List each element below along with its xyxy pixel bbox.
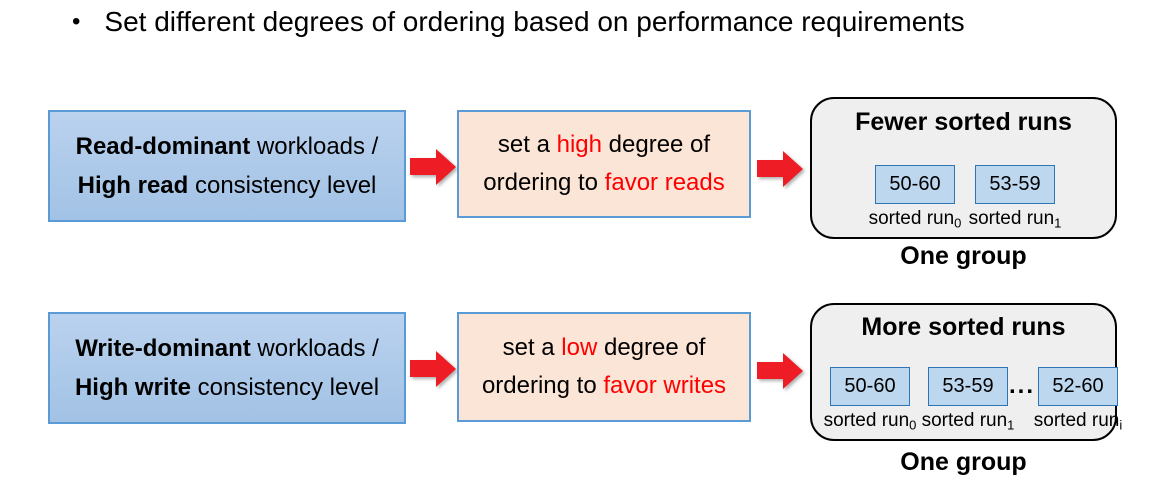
group-caption: One group: [900, 448, 1027, 476]
workload-line-1: Write-dominant workloads /: [50, 329, 404, 368]
group-heading: Fewer sorted runs: [855, 108, 1072, 136]
run-range-box: 50-60: [875, 165, 955, 204]
run-range-box: 53-59: [928, 367, 1008, 406]
sorted-run-item: 53-59 sorted run1: [959, 165, 1071, 231]
workload-rest-text: consistency level: [190, 374, 380, 401]
action-line-2: ordering to favor reads: [459, 164, 749, 202]
workload-line-2: High read consistency level: [50, 166, 404, 205]
slide-title: • Set different degrees of ordering base…: [72, 5, 965, 39]
workload-line-1: Read-dominant workloads /: [50, 127, 404, 166]
sorted-run-item: 52-60 sorted runi: [1022, 367, 1134, 433]
workload-bold-text: High write: [74, 374, 191, 401]
run-label-text: sorted run: [823, 410, 910, 431]
run-label-subscript: 1: [1054, 215, 1062, 231]
action-text: set a: [502, 334, 562, 361]
red-arrow-icon: [410, 148, 457, 186]
action-text: degree of: [597, 334, 706, 361]
group-box-fewer-runs: Fewer sorted runs 50-60 sorted run0 53-5…: [810, 97, 1117, 239]
run-label-text: sorted run: [1033, 410, 1120, 431]
action-box-low-ordering: set a low degree of ordering to favor wr…: [457, 312, 751, 422]
action-text: ordering to: [481, 372, 604, 399]
red-arrow-icon: [757, 150, 804, 188]
sorted-run-item: 53-59 sorted run1: [912, 367, 1024, 433]
run-range-box: 52-60: [1038, 367, 1118, 406]
workload-bold-text: Read-dominant: [75, 133, 251, 160]
action-text: ordering to: [483, 169, 605, 196]
action-box-high-ordering: set a high degree of ordering to favor r…: [457, 110, 751, 218]
action-line-1: set a low degree of: [459, 329, 749, 367]
action-text: set a: [497, 131, 557, 158]
slide-title-text: Set different degrees of ordering based …: [104, 6, 965, 37]
action-highlight-text: favor writes: [603, 372, 727, 399]
run-label-subscript: 0: [954, 215, 962, 231]
action-line-2: ordering to favor writes: [459, 367, 749, 405]
bullet-icon: •: [72, 8, 81, 35]
workload-box-write: Write-dominant workloads / High write co…: [48, 312, 406, 424]
workload-line-2: High write consistency level: [50, 368, 404, 407]
group-box-more-runs: More sorted runs 50-60 sorted run0 53-59…: [810, 303, 1122, 441]
red-arrow-icon: [757, 352, 804, 390]
workload-bold-text: Write-dominant: [75, 335, 251, 362]
sorted-run-item: 50-60 sorted run0: [859, 165, 971, 231]
run-label: sorted run1: [922, 410, 1015, 433]
red-arrow-icon: [410, 350, 457, 388]
group-heading: More sorted runs: [861, 313, 1066, 341]
workload-bold-text: High read: [77, 172, 189, 199]
run-label: sorted run0: [869, 208, 962, 231]
workload-box-read: Read-dominant workloads / High read cons…: [48, 110, 406, 222]
workload-rest-text: workloads /: [250, 133, 379, 160]
workload-rest-text: workloads /: [250, 335, 379, 362]
action-line-1: set a high degree of: [459, 126, 749, 164]
workload-rest-text: consistency level: [188, 172, 377, 199]
action-text: degree of: [601, 131, 711, 158]
run-label-subscript: 1: [1007, 417, 1015, 433]
run-label-subscript: 0: [909, 417, 917, 433]
run-label-subscript: i: [1119, 417, 1123, 433]
run-label-text: sorted run: [968, 208, 1055, 229]
group-caption: One group: [900, 242, 1027, 270]
sorted-run-item: 50-60 sorted run0: [814, 367, 926, 433]
action-highlight-text: favor reads: [604, 169, 725, 196]
ellipsis-text: ...: [1008, 372, 1035, 399]
run-label-text: sorted run: [921, 410, 1008, 431]
run-label: sorted run1: [969, 208, 1062, 231]
action-highlight-text: low: [561, 334, 598, 361]
run-label: sorted run0: [824, 410, 917, 433]
run-range-box: 50-60: [830, 367, 910, 406]
action-highlight-text: high: [556, 131, 602, 158]
run-label-text: sorted run: [868, 208, 955, 229]
run-range-box: 53-59: [975, 165, 1055, 204]
run-label: sorted runi: [1034, 410, 1122, 433]
